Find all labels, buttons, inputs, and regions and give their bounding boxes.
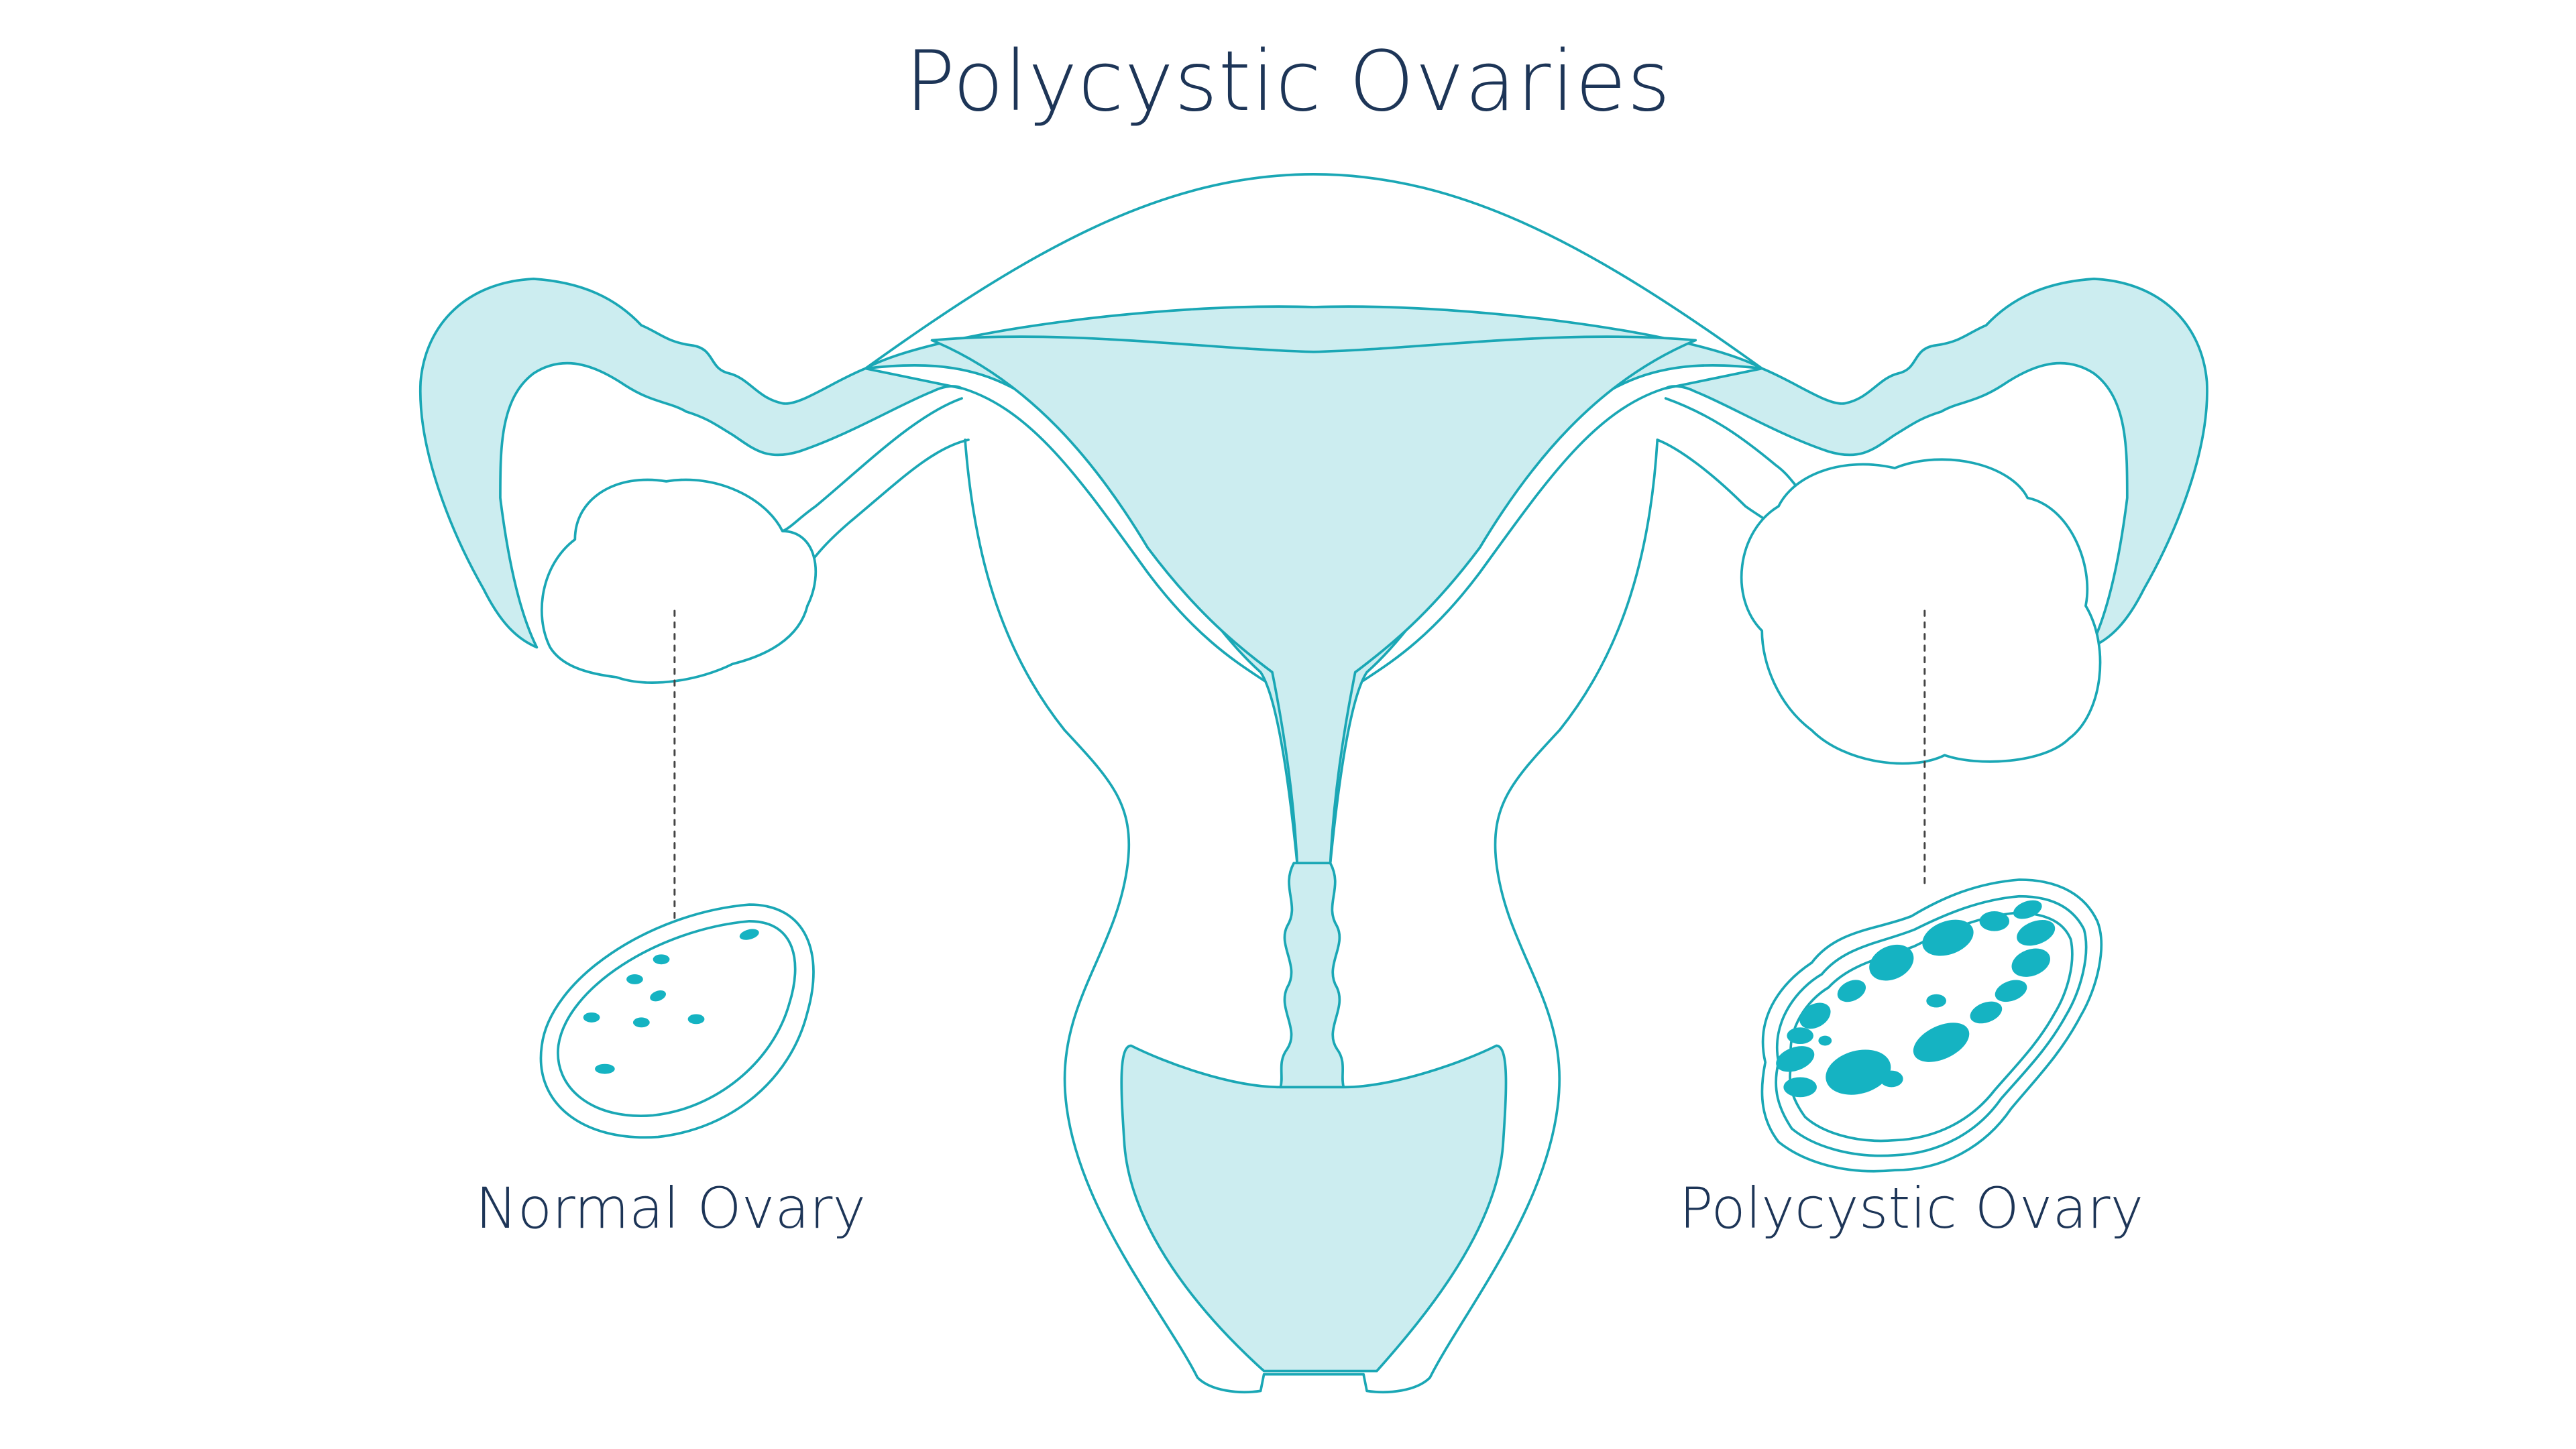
- cervical-canal: [1279, 862, 1345, 1089]
- follicle: [650, 990, 667, 1002]
- cyst: [1799, 1002, 1831, 1029]
- cyst: [1979, 911, 2010, 931]
- endometrium-line-right: [1362, 385, 1672, 682]
- normal-ovary-section: [539, 903, 815, 1139]
- uterine-cavity-inner: [930, 335, 1697, 865]
- cyst: [1995, 980, 2027, 1002]
- cyst: [2011, 948, 2050, 977]
- follicle: [626, 974, 643, 984]
- follicle: [632, 1017, 650, 1028]
- left-ovarian-ligament: [807, 439, 970, 566]
- cyst: [2017, 919, 2056, 946]
- vaginal-canal: [1120, 1044, 1508, 1373]
- cyst: [1926, 994, 1946, 1008]
- uterus-body-outline: [964, 439, 1659, 1393]
- polycystic-ovary-outer: [1760, 878, 2103, 1173]
- diagram-title: Polycystic Ovaries: [905, 34, 1671, 130]
- right-ovary: [1740, 458, 2102, 765]
- endometrium-line: [955, 385, 1266, 682]
- normal-ovary-label: Normal Ovary: [475, 1175, 866, 1241]
- cyst: [1787, 1027, 1813, 1045]
- cyst: [1818, 1035, 1832, 1046]
- follicle: [583, 1012, 600, 1023]
- polycystic-ovary-section: [1760, 878, 2103, 1173]
- left-ovary: [541, 478, 818, 684]
- follicle: [595, 1063, 615, 1074]
- right-fallopian-tube: [1664, 278, 2208, 649]
- polycystic-ovary-label: Polycystic Ovary: [1679, 1175, 2144, 1241]
- cyst: [1922, 919, 1974, 956]
- normal-ovary-inner: [557, 919, 797, 1118]
- cyst: [1913, 1023, 1970, 1062]
- follicle: [653, 954, 670, 965]
- follicle: [687, 1014, 705, 1025]
- cyst: [2013, 900, 2042, 919]
- right-ovarian-ligament-lower: [1664, 397, 1797, 486]
- cyst: [1776, 1046, 1815, 1072]
- cyst: [1826, 1049, 1891, 1095]
- follicle: [739, 929, 759, 940]
- cyst: [1783, 1077, 1817, 1098]
- cyst: [1970, 1001, 2003, 1024]
- left-ovarian-ligament-lower: [781, 397, 963, 532]
- polycystic-ovary-inner: [1789, 911, 2074, 1143]
- cyst: [1879, 1070, 1903, 1088]
- normal-ovary-outer: [539, 903, 815, 1139]
- left-fallopian-tube: [418, 278, 963, 649]
- cyst: [1869, 944, 1914, 981]
- fundus-arc: [864, 173, 1764, 370]
- cyst: [1837, 980, 1866, 1002]
